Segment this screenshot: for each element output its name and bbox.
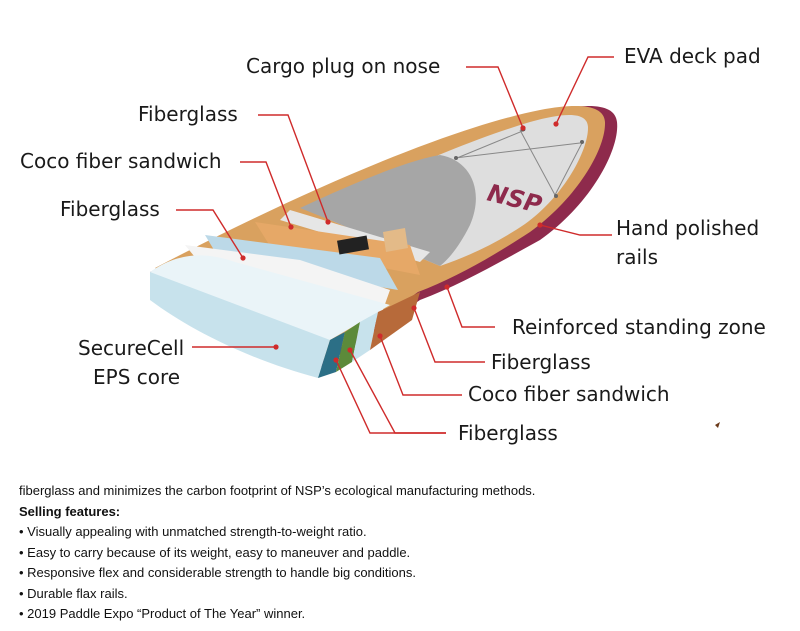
label-fiberglass-r1: Fiberglass — [491, 350, 591, 374]
feature-item: Visually appealing with unmatched streng… — [19, 522, 789, 543]
label-fiberglass-r2: Fiberglass — [458, 421, 558, 445]
label-fiberglass-top: Fiberglass — [138, 102, 238, 126]
feature-item: 2019 Paddle Expo “Product of The Year” w… — [19, 604, 789, 625]
label-hand-polished: Hand polished — [616, 216, 760, 240]
label-eps-core: EPS core — [93, 365, 181, 389]
label-cargo-plug: Cargo plug on nose — [246, 54, 441, 78]
label-eva-deck-pad: EVA deck pad — [624, 44, 761, 68]
eps-core-front — [150, 272, 330, 378]
feature-item: Easy to carry because of its weight, eas… — [19, 543, 789, 564]
intro-text: fiberglass and minimizes the carbon foot… — [19, 483, 536, 498]
features-heading: Selling features: — [19, 503, 121, 519]
board-illustration: NSP — [150, 56, 720, 434]
label-coco-bottom: Coco fiber sandwich — [468, 382, 670, 406]
features-list: Visually appealing with unmatched streng… — [19, 522, 789, 625]
board-diagram: NSP — [20, 44, 766, 445]
label-reinforced: Reinforced standing zone — [512, 315, 766, 339]
feature-item: Durable flax rails. — [19, 584, 789, 605]
standing-pad — [300, 155, 476, 266]
label-coco-top: Coco fiber sandwich — [20, 149, 222, 173]
label-rails: rails — [616, 245, 659, 269]
label-fiberglass-mid: Fiberglass — [60, 197, 160, 221]
carry-handle-icon — [337, 235, 369, 255]
leader-lines — [176, 56, 614, 434]
label-securecell: SecureCell — [78, 336, 185, 360]
feature-item: Responsive flex and considerable strengt… — [19, 563, 789, 584]
description: fiberglass and minimizes the carbon foot… — [19, 481, 789, 625]
leader-dots — [240, 121, 559, 363]
eps-core-top — [150, 255, 390, 340]
